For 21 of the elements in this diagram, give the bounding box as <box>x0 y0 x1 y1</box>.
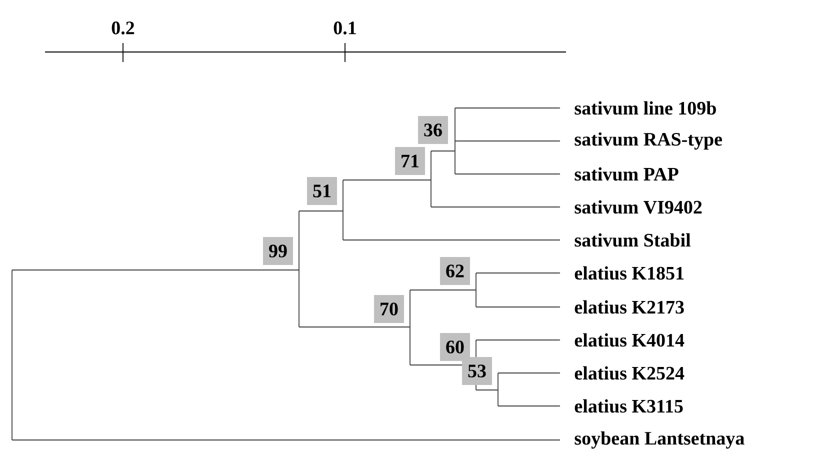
bootstrap-box: 71 <box>395 147 425 175</box>
bootstrap-box: 70 <box>374 295 404 323</box>
taxon-label: elatius K2173 <box>574 300 684 314</box>
bootstrap-box: 99 <box>263 237 293 265</box>
bootstrap-box: 36 <box>418 116 448 144</box>
taxon-label: sativum Stabil <box>574 233 691 247</box>
bootstrap-box: 62 <box>440 257 470 285</box>
tick-label: 0.1 <box>334 22 356 34</box>
bootstrap-box: 60 <box>440 333 470 361</box>
taxon-label: elatius K1851 <box>574 266 684 280</box>
taxon-label: sativum line 109b <box>574 101 716 115</box>
taxon-label: elatius K4014 <box>574 333 684 347</box>
taxon-label: elatius K2524 <box>574 366 684 380</box>
tick-label: 0.2 <box>112 22 134 34</box>
taxon-label: sativum RAS-type <box>574 132 722 150</box>
taxon-label: sativum PAP <box>574 167 678 181</box>
bootstrap-box: 51 <box>307 177 337 205</box>
bootstrap-box: 53 <box>462 357 492 385</box>
taxon-label: elatius K3115 <box>574 399 683 413</box>
taxon-label: soybean Lantsetnaya <box>574 431 744 449</box>
taxon-label: sativum VI9402 <box>574 200 702 214</box>
